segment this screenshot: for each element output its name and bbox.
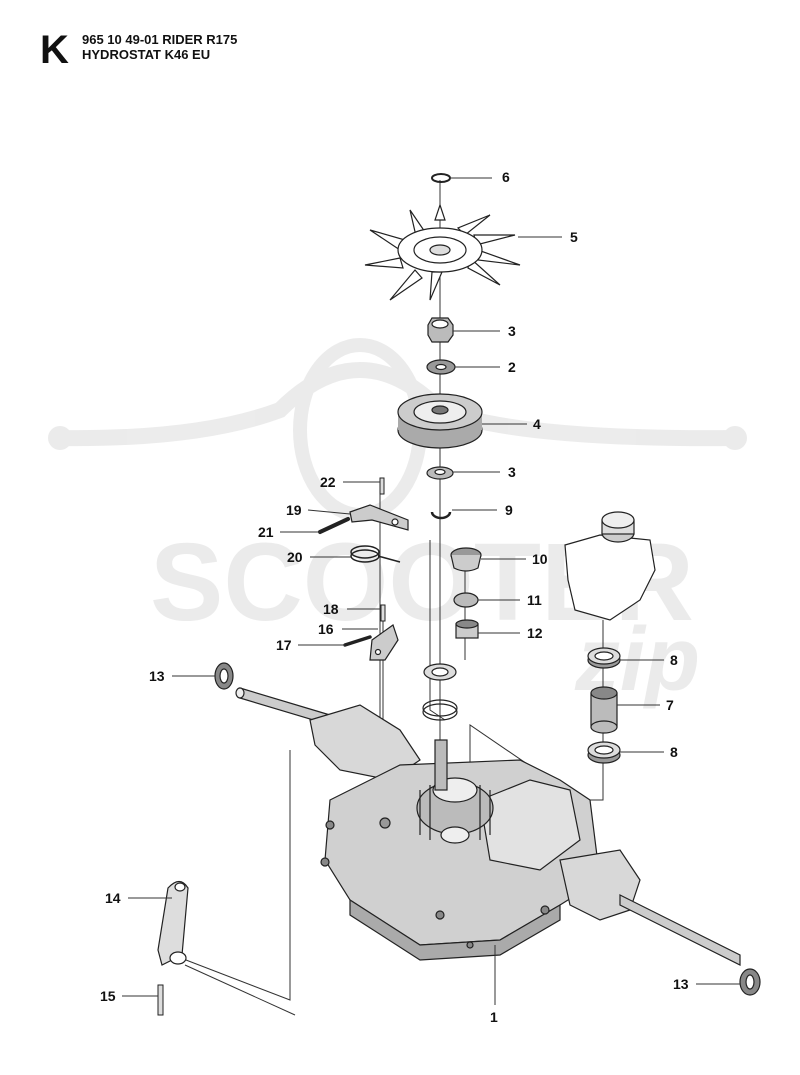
part-6-oring [431,173,451,183]
part-15-pin [157,984,164,1016]
callout-2[interactable]: 2 [455,359,516,375]
svg-text:12: 12 [527,625,543,641]
callout-3-lower[interactable]: 3 [453,464,516,480]
part-22-pin [379,477,385,495]
assembly-title: HYDROSTAT K46 EU [82,47,211,62]
svg-text:5: 5 [570,229,578,245]
callout-13-left[interactable]: 13 [149,668,215,684]
svg-text:8: 8 [670,744,678,760]
callout-8-upper[interactable]: 8 [620,652,678,668]
callout-8-lower[interactable]: 8 [620,744,678,760]
svg-text:18: 18 [323,601,339,617]
callout-1[interactable]: 1 [490,945,498,1025]
svg-text:13: 13 [149,668,165,684]
oil-reservoir [564,511,656,621]
svg-text:2: 2 [508,359,516,375]
diagram-header: K 965 10 49-01 RIDER R175 HYDROSTAT K46 … [40,30,440,70]
callout-14[interactable]: 14 [105,890,172,906]
svg-text:20: 20 [287,549,303,565]
callout-12[interactable]: 12 [478,625,543,641]
model-title: 965 10 49-01 RIDER R175 [82,32,238,47]
callout-20[interactable]: 20 [287,549,351,565]
svg-text:19: 19 [286,502,302,518]
callout-15[interactable]: 15 [100,988,158,1004]
part-7-sleeve [590,686,618,734]
svg-text:3: 3 [508,323,516,339]
part-21-pin [318,517,350,534]
part-4-pulley [397,393,483,449]
callout-10[interactable]: 10 [481,551,548,567]
callouts: 6 5 3 2 4 3 22 9 19 21 10 20 11 18 16 12… [100,169,740,1025]
part-20-spring [350,545,401,563]
part-3-nut-upper [427,317,454,343]
part-5-fan [364,203,521,301]
callout-16[interactable]: 16 [318,621,378,637]
part-18-pin [380,604,386,622]
callout-5[interactable]: 5 [518,229,578,245]
svg-text:10: 10 [532,551,548,567]
svg-text:3: 3 [508,464,516,480]
callout-22[interactable]: 22 [320,474,380,490]
callout-9[interactable]: 9 [452,502,513,518]
svg-text:11: 11 [527,592,542,608]
svg-text:8: 8 [670,652,678,668]
svg-text:16: 16 [318,621,334,637]
part-8-seal-upper [587,647,621,669]
section-letter: K [40,28,69,72]
svg-text:6: 6 [502,169,510,185]
part-13-seal-right [739,968,761,996]
svg-text:4: 4 [533,416,541,432]
svg-text:22: 22 [320,474,336,490]
callout-4[interactable]: 4 [482,416,541,432]
svg-text:13: 13 [673,976,689,992]
part-13-seal-left [214,662,234,690]
part-8-seal-lower [587,741,621,764]
callout-18[interactable]: 18 [323,601,381,617]
callout-11[interactable]: 11 [478,592,542,608]
svg-text:1: 1 [490,1009,498,1025]
part-1-transaxle-housing [235,687,741,966]
svg-text:15: 15 [100,988,116,1004]
svg-text:9: 9 [505,502,513,518]
svg-text:21: 21 [258,524,274,540]
callout-3-upper[interactable]: 3 [453,323,516,339]
part-12-bushing [455,619,479,639]
part-16-arm [369,624,399,661]
callout-17[interactable]: 17 [276,637,345,653]
part-10-cap [450,547,482,572]
part-19-arm [349,504,409,531]
callout-7[interactable]: 7 [617,697,674,713]
callout-19[interactable]: 19 [286,502,351,518]
part-9-circlip [430,511,452,520]
part-11-filter [453,592,479,608]
svg-text:14: 14 [105,890,121,906]
svg-text:7: 7 [666,697,674,713]
part-14-lever-arm [157,880,189,966]
part-3-spacer-lower [426,466,454,480]
part-17-pin [343,635,372,647]
svg-text:17: 17 [276,637,292,653]
callout-21[interactable]: 21 [258,524,320,540]
callout-6[interactable]: 6 [450,169,510,185]
center-bearings [422,663,458,721]
part-2-washer [426,359,456,375]
callout-13-right[interactable]: 13 [673,976,740,992]
